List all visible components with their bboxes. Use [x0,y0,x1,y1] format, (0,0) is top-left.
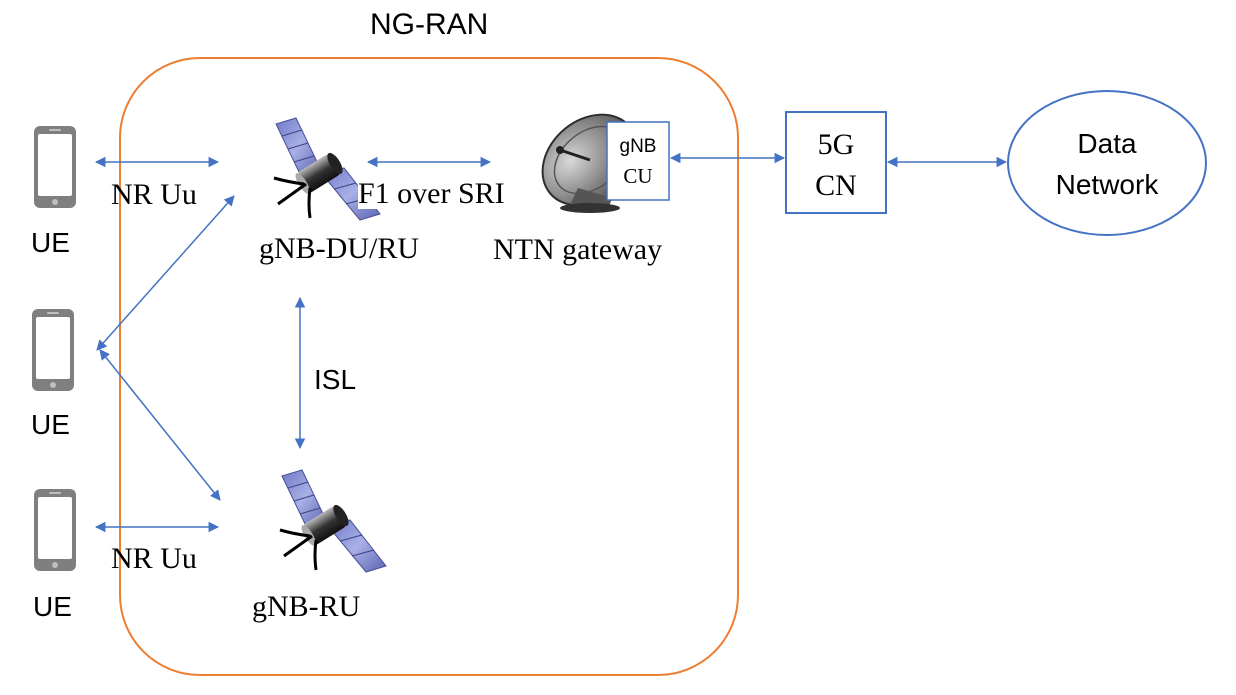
f1-over-sri-label: F1 over SRI [358,177,505,210]
phone-icon [34,126,76,208]
core-network-box [785,111,887,214]
ntn-gateway-label: NTN gateway [493,233,663,266]
nr-uu-label-top: NR Uu [111,178,197,211]
ng-ran-title: NG-RAN [370,8,489,41]
isl-label: ISL [314,364,357,395]
core-label-line2: CN [815,169,857,202]
gnb-cu-label-line1: gNB [619,136,657,157]
dn-label-line1: Data [1077,128,1137,159]
phone-icon [34,489,76,571]
ue-sat1-arrow [96,195,235,351]
gnb-ru-label: gNB-RU [252,590,361,623]
satellite-icon [278,468,388,574]
gnb-cu-label-line2: CU [623,164,653,188]
gnb-du-ru-label: gNB-DU/RU [259,232,420,265]
gnb-cu-box [606,121,670,201]
phone-icon [32,309,74,391]
ue-sat2-arrow [99,349,221,501]
ue-label: UE [31,227,70,258]
core-label-line1: 5G [817,128,855,161]
ue-label: UE [31,409,70,440]
data-network-ellipse [1007,90,1207,236]
nr-uu-label-bottom: NR Uu [111,542,197,575]
ue-label: UE [33,591,72,622]
dn-label-line2: Network [1055,169,1159,200]
